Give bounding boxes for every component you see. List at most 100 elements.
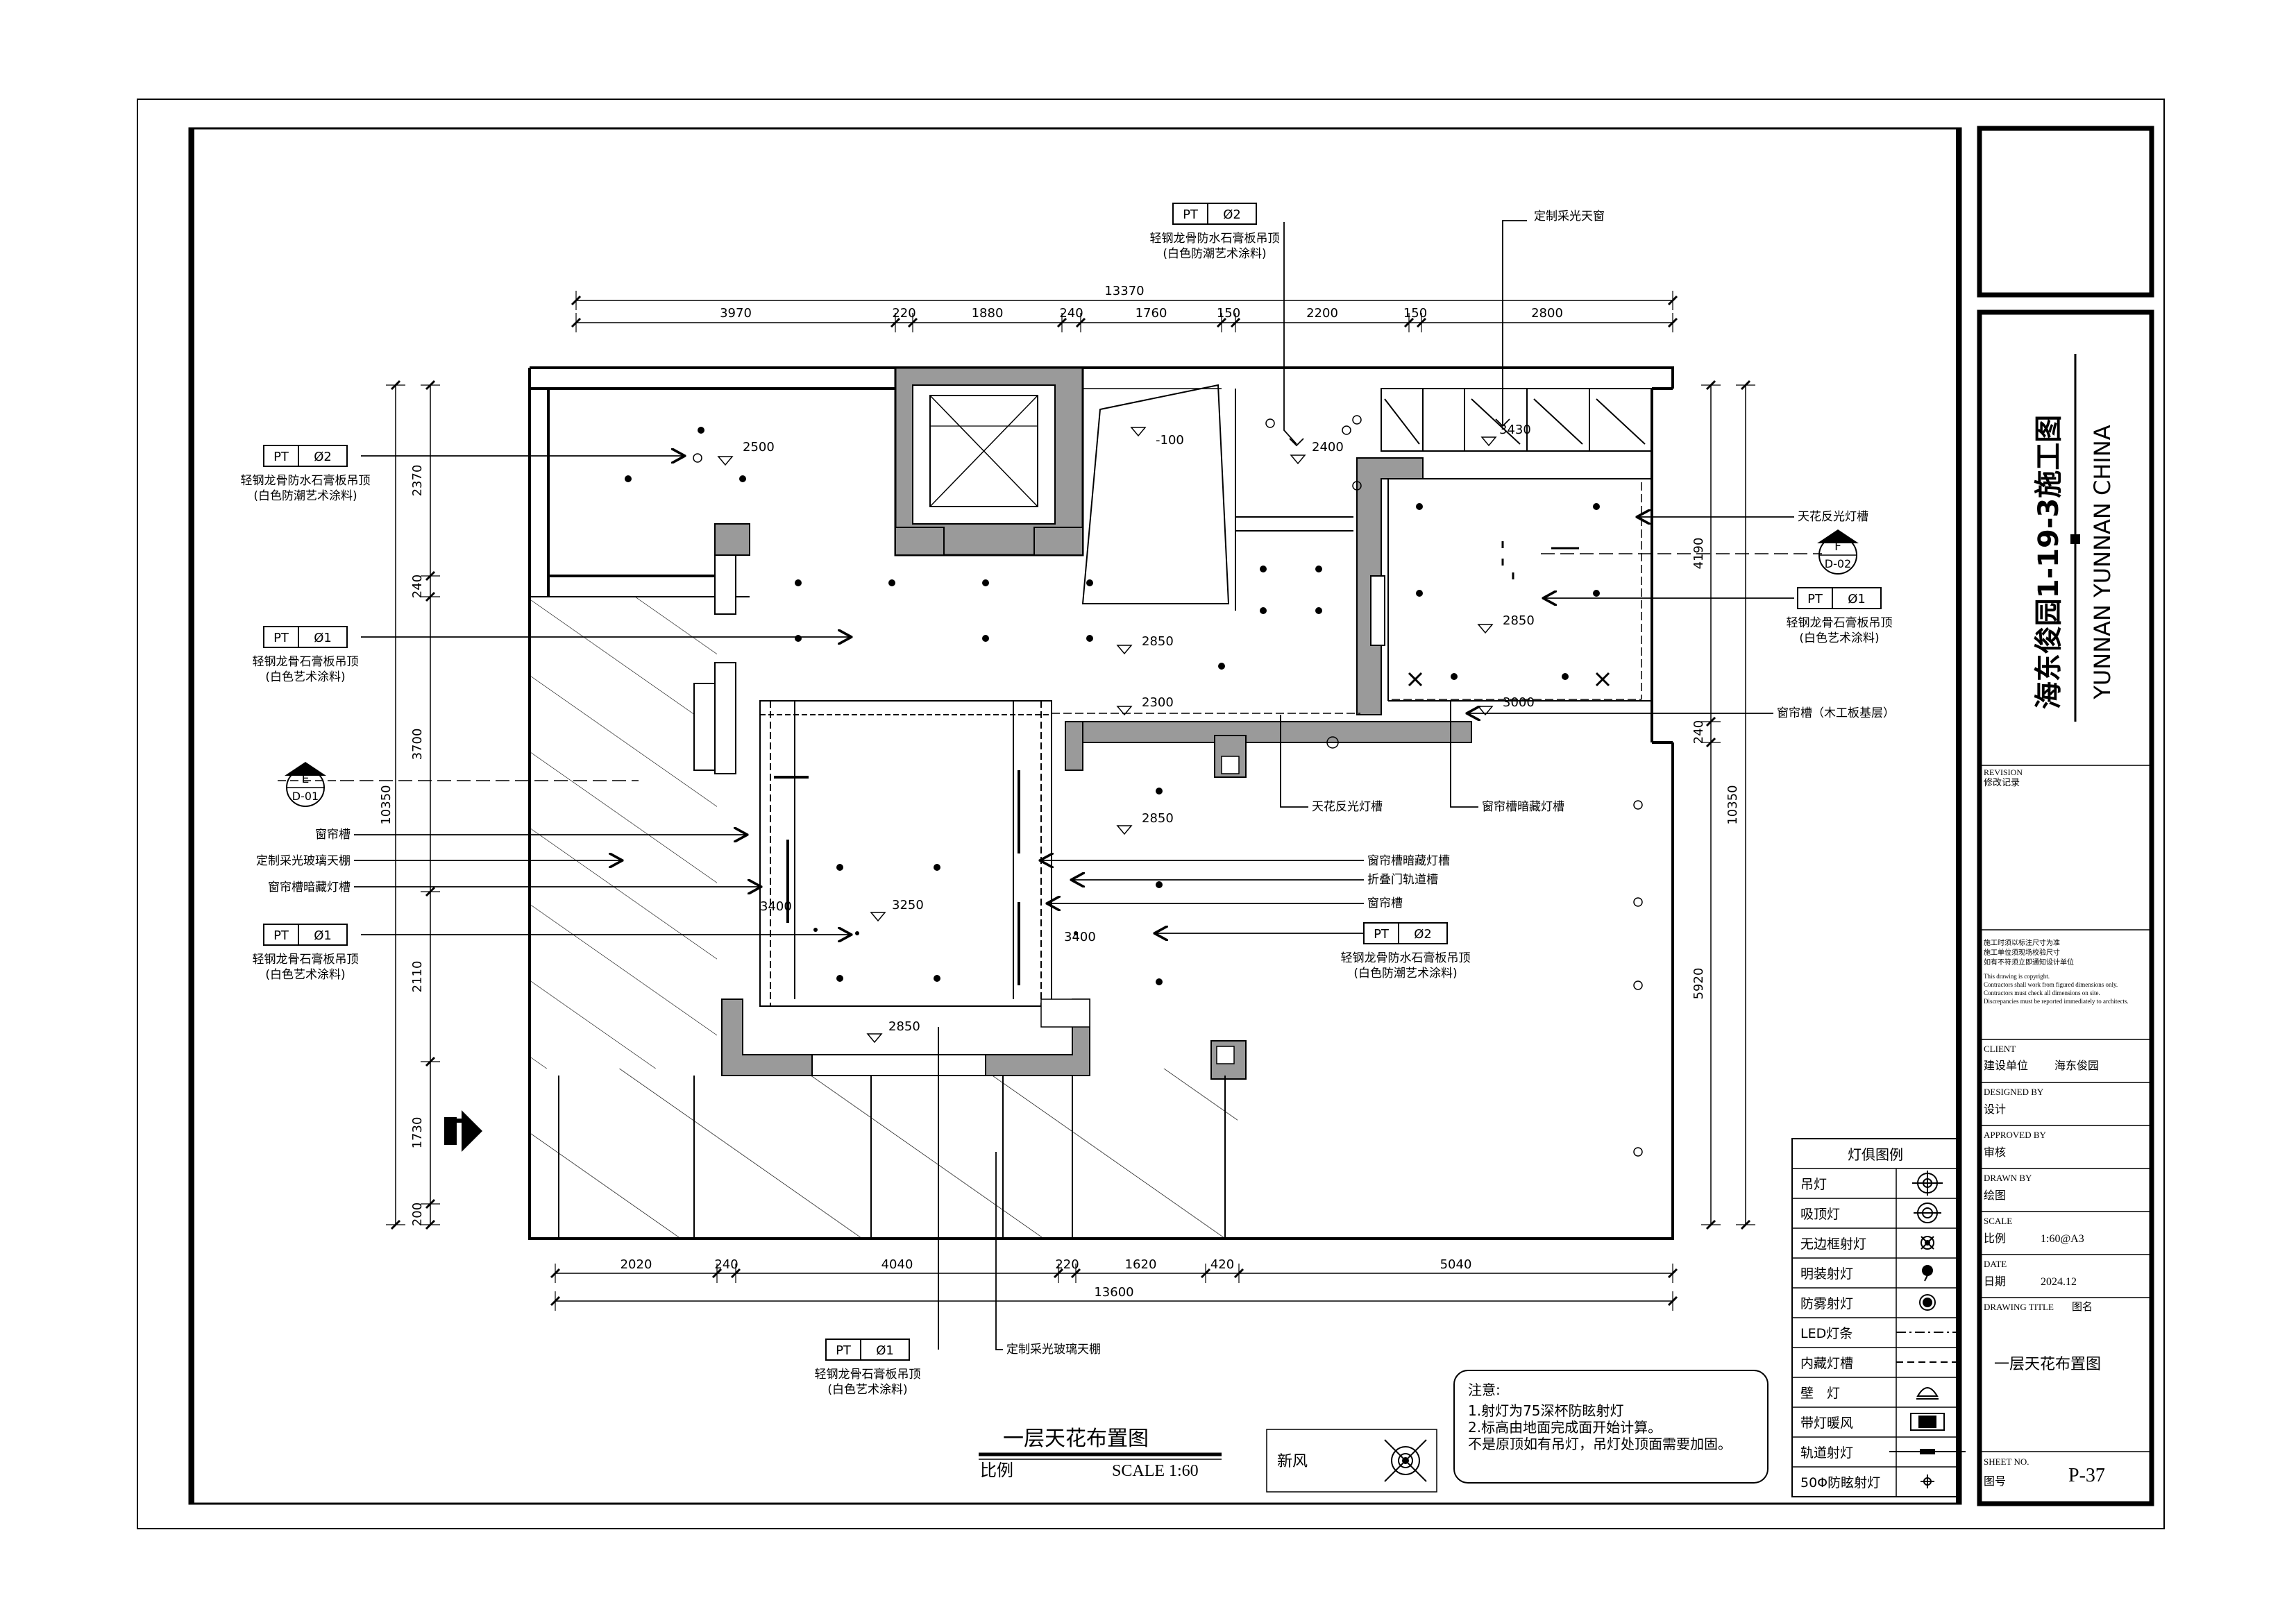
svg-text:绘图: 绘图 [1984, 1189, 2006, 1202]
svg-text:Ø2: Ø2 [314, 450, 332, 464]
drawing-title-block: 一层天花布置图 比例 SCALE 1:60 新风 注意: 1.射灯为75深杯防眩… [979, 1370, 1769, 1493]
svg-text:注意:: 注意: [1468, 1382, 1501, 1398]
legend-title: 灯俱图例 [1848, 1146, 1903, 1163]
svg-text:2300: 2300 [1142, 695, 1174, 710]
svg-text:DESIGNED BY: DESIGNED BY [1984, 1087, 2044, 1097]
svg-text:(白色防潮艺术涂料): (白色防潮艺术涂料) [1353, 967, 1457, 980]
section-marker-e: E D-01 [278, 762, 639, 807]
svg-text:PT: PT [1374, 927, 1390, 942]
legend-label: 50Φ防眩射灯 [1800, 1475, 1880, 1490]
svg-text:Ø1: Ø1 [876, 1343, 894, 1358]
antifog-spotlight-icon [1919, 1294, 1936, 1311]
legend-label: 内藏灯槽 [1800, 1356, 1853, 1371]
svg-text:(白色艺术涂料): (白色艺术涂料) [265, 670, 345, 684]
dimension-label: 10350 [379, 785, 394, 824]
dimension-label: 240 [1691, 720, 1706, 744]
svg-text:天花反光灯槽: 天花反光灯槽 [1798, 510, 1868, 524]
svg-text:新风: 新风 [1277, 1453, 1308, 1470]
section-marker-f: F D-02 [1541, 529, 1859, 575]
svg-text:Ø1: Ø1 [314, 928, 332, 943]
dimension-label: 13600 [1094, 1285, 1133, 1300]
svg-text:Contractors shall work from fi: Contractors shall work from figured dime… [1984, 981, 2118, 988]
svg-text:如有不符须立即通知设计单位: 如有不符须立即通知设计单位 [1984, 958, 2074, 967]
svg-text:(白色艺术涂料): (白色艺术涂料) [1799, 631, 1879, 645]
legend-label: 壁 灯 [1800, 1386, 1840, 1401]
revision-label: REVISION [1984, 767, 2023, 777]
svg-text:D-02: D-02 [1825, 557, 1851, 570]
svg-text:PT: PT [1807, 592, 1823, 606]
dimension-label: 240 [1059, 306, 1083, 321]
svg-text:3400: 3400 [1064, 930, 1096, 944]
svg-text:2850: 2850 [1142, 811, 1174, 826]
design-notes: 注意: 1.射灯为75深杯防眩射灯 2.标高由地面完成面开始计算。 不是原顶如有… [1468, 1382, 1732, 1452]
dimension-label: 5920 [1691, 968, 1706, 1000]
svg-text:Ø1: Ø1 [1848, 592, 1866, 606]
svg-text:2850: 2850 [888, 1019, 920, 1034]
title-block: 海东俊园1-19-3施工图 YUNNAN YUNNAN CHINA REVISI… [1977, 126, 2154, 1506]
svg-text:Discrepancies must be reported: Discrepancies must be reported immediate… [1984, 998, 2129, 1005]
svg-text:2850: 2850 [1503, 613, 1535, 628]
svg-text:图名: 图名 [2072, 1300, 2093, 1313]
svg-text:PT: PT [1183, 207, 1199, 222]
svg-text:DATE: DATE [1984, 1259, 2007, 1269]
svg-text:建设单位: 建设单位 [1984, 1059, 2028, 1072]
svg-text:SCALE: SCALE [1984, 1216, 2012, 1226]
svg-text:轻钢龙骨防水石膏板吊顶: 轻钢龙骨防水石膏板吊顶 [1150, 231, 1280, 246]
dimension-label: 200 [410, 1203, 425, 1226]
legend-label: 轨道射灯 [1800, 1445, 1853, 1461]
antiglare-spotlight-icon [1921, 1475, 1934, 1488]
svg-text:2500: 2500 [743, 440, 775, 454]
svg-text:D-01: D-01 [292, 790, 319, 803]
svg-text:-100: -100 [1156, 433, 1184, 448]
svg-text:2.标高由地面完成面开始计算。: 2.标高由地面完成面开始计算。 [1468, 1419, 1662, 1436]
dimension-label: 420 [1210, 1257, 1234, 1272]
dimension-label: 2020 [621, 1257, 652, 1272]
svg-text:窗帘槽暗藏灯槽: 窗帘槽暗藏灯槽 [268, 881, 351, 894]
dimension-label: 4190 [1691, 538, 1706, 570]
dimension-label: 2370 [410, 465, 425, 497]
track-light-icon [1889, 1449, 1966, 1454]
svg-text:Ø2: Ø2 [1414, 927, 1432, 942]
svg-text:日期: 日期 [1984, 1275, 2006, 1288]
svg-text:轻钢龙骨石膏板吊顶: 轻钢龙骨石膏板吊顶 [815, 1367, 921, 1382]
svg-text:DRAWING TITLE: DRAWING TITLE [1984, 1302, 2054, 1312]
dimension-label: 1880 [972, 306, 1004, 321]
svg-text:比例: 比例 [1984, 1232, 2006, 1245]
dimension-label: 3970 [720, 306, 752, 321]
legend-label: 带灯暖风 [1800, 1416, 1853, 1431]
svg-text:轻钢龙骨石膏板吊顶: 轻钢龙骨石膏板吊顶 [253, 654, 359, 669]
svg-text:3430: 3430 [1499, 423, 1531, 437]
callout-labels: 定制采光天窗 天花反光灯槽 窗帘槽（木工板基层） 天花反光灯槽 窗帘槽暗藏灯槽 … [256, 210, 1895, 1357]
dimension-label: 240 [410, 575, 425, 598]
scale-value: 1:60@A3 [2041, 1233, 2084, 1245]
legend-label: 防雾射灯 [1800, 1296, 1853, 1311]
svg-text:PT: PT [273, 928, 289, 943]
svg-text:E: E [302, 772, 310, 786]
dimension-label: 150 [1403, 306, 1427, 321]
svg-text:2400: 2400 [1312, 440, 1344, 454]
svg-text:天花反光灯槽: 天花反光灯槽 [1312, 800, 1383, 814]
svg-text:3000: 3000 [1503, 695, 1535, 710]
entry-arrow-icon [444, 1110, 482, 1152]
svg-text:不是原顶如有吊灯，吊灯处顶面需要加固。: 不是原顶如有吊灯，吊灯处顶面需要加固。 [1468, 1436, 1732, 1452]
legend-label: 无边框射灯 [1800, 1237, 1866, 1252]
heater-fan-icon [1910, 1413, 1945, 1431]
fresh-air-icon [1384, 1439, 1427, 1482]
drawing-title-value: 一层天花布置图 [1994, 1356, 2101, 1373]
legend-label: 吊灯 [1800, 1177, 1827, 1192]
svg-text:PT: PT [836, 1343, 852, 1358]
dimension-label: 1760 [1136, 306, 1167, 321]
drawing-scale: SCALE 1:60 [1112, 1462, 1199, 1480]
svg-text:窗帘槽暗藏灯槽: 窗帘槽暗藏灯槽 [1367, 854, 1450, 868]
legend-label: LED灯条 [1800, 1326, 1852, 1341]
project-subtitle: YUNNAN YUNNAN CHINA [2089, 425, 2116, 699]
svg-text:2850: 2850 [1142, 634, 1174, 649]
svg-text:DRAWN BY: DRAWN BY [1984, 1173, 2032, 1183]
svg-text:F: F [1834, 540, 1841, 554]
dimension-label: 2110 [410, 961, 425, 993]
